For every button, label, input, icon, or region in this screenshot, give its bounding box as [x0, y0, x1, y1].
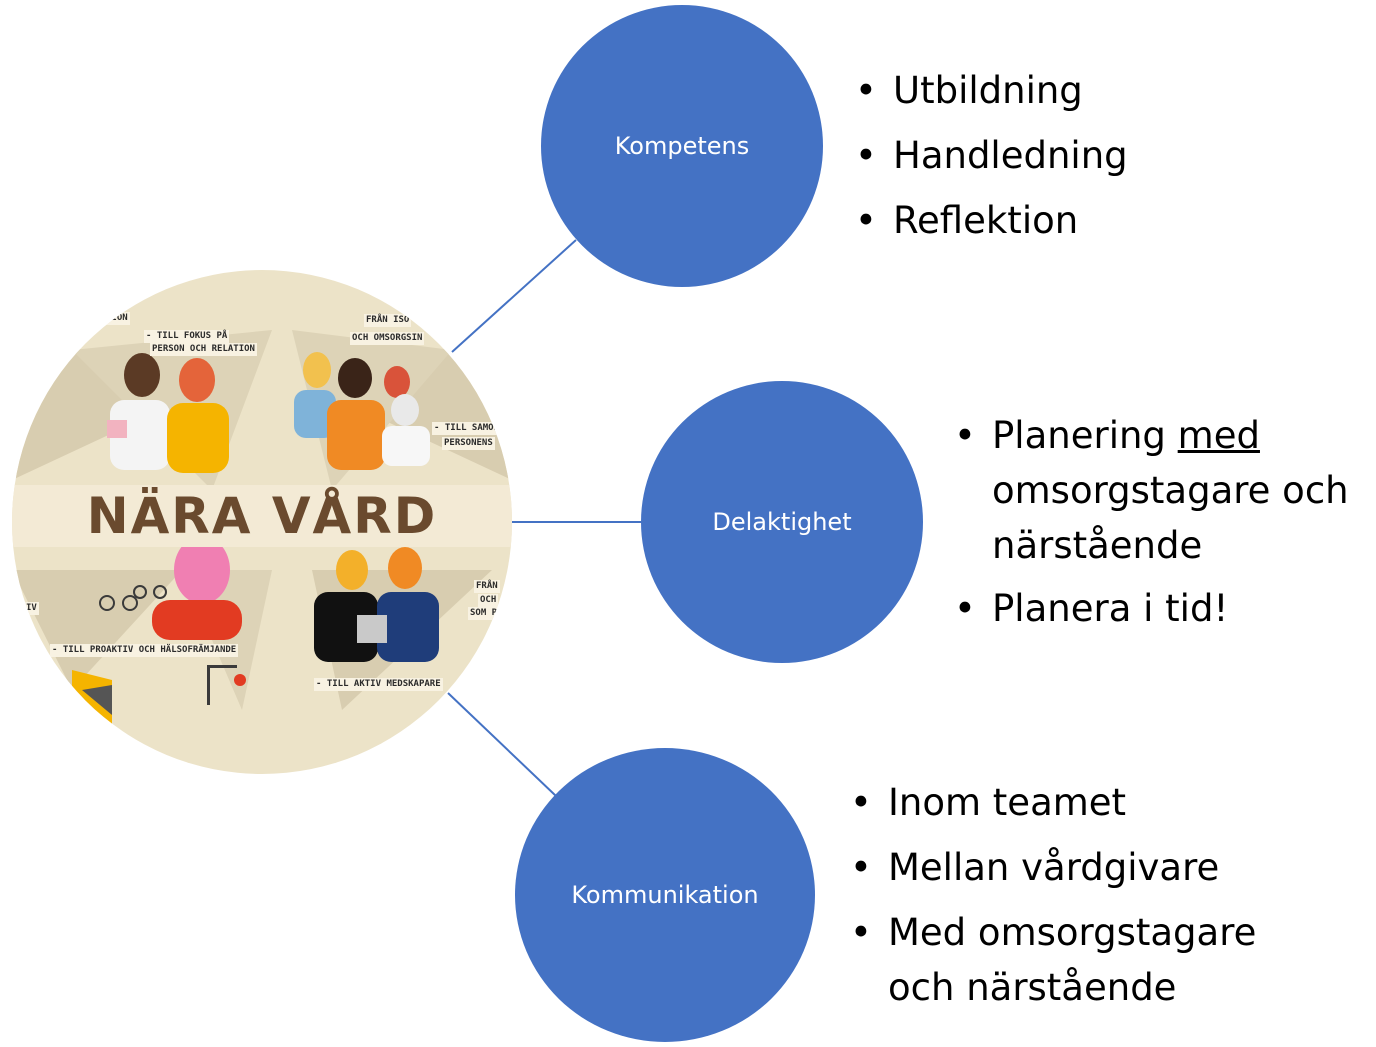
bullet-item: Utbildning — [855, 58, 1128, 123]
bullet-list-delaktighet: Planering med omsorgstagare och närståen… — [954, 408, 1374, 636]
bullet-item: Inom teamet — [850, 775, 1290, 830]
hub-label: - TILL SAMOR — [432, 422, 502, 435]
bullet-list-kompetens: Utbildning Handledning Reflektion — [855, 58, 1128, 253]
bullet-item: Planera i tid! — [954, 581, 1374, 636]
connector-kommunikation — [447, 692, 557, 797]
bullet-item: Reflektion — [855, 188, 1128, 253]
bullet-list-kommunikation: Inom teamet Mellan vårdgivare Med omsorg… — [850, 775, 1290, 1015]
bullet-item: Handledning — [855, 123, 1128, 188]
node-kommunikation: Kommunikation — [515, 748, 815, 1042]
hub-label: PERSON OCH RELATION — [150, 343, 257, 356]
hub-title: NÄRA VÅRD — [12, 485, 512, 547]
node-label: Delaktighet — [712, 508, 852, 536]
hub-label: PERSONENS — [442, 437, 495, 450]
bullet-item: Planering med omsorgstagare och närståen… — [954, 408, 1374, 573]
bullet-text: Planering — [992, 414, 1178, 457]
hub-label: TION — [104, 312, 130, 325]
node-label: Kommunikation — [571, 881, 759, 909]
hub-label: SOM P — [468, 607, 500, 620]
hub-label: - TILL PROAKTIV OCH HÄLSOFRÄMJANDE — [50, 644, 239, 657]
bullet-item: Med omsorgstagare och närstående — [850, 905, 1290, 1015]
bullet-text: omsorgstagare och närstående — [992, 469, 1349, 567]
hub-label: FRÅN — [474, 580, 500, 593]
hub-image: NÄRA VÅRD TION - TILL FOKUS PÅ PERSON OC… — [12, 270, 512, 774]
hub-label: OCH — [478, 594, 499, 607]
hub-label: FRÅN ISO — [364, 314, 412, 327]
hub-label: - TILL FOKUS PÅ — [144, 330, 230, 343]
emphasis-text: med — [1177, 414, 1260, 457]
hub-label: IV — [24, 602, 39, 615]
hub-illustration — [12, 310, 512, 730]
hub-label: - TILL AKTIV MEDSKAPARE — [314, 678, 443, 691]
node-kompetens: Kompetens — [541, 5, 823, 287]
connector-kompetens — [451, 239, 577, 353]
hub-label: OCH OMSORGSIN — [350, 332, 425, 345]
bullet-item: Mellan vårdgivare — [850, 840, 1290, 895]
node-delaktighet: Delaktighet — [641, 381, 923, 663]
node-label: Kompetens — [614, 132, 750, 160]
